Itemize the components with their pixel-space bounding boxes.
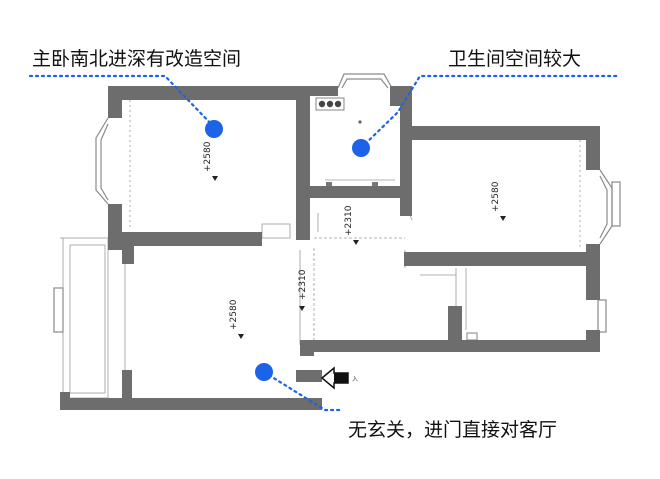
elevation-marks: +2580 +2580 +2580 +2310 +2310	[203, 141, 506, 339]
annotation-entrance: 无玄关，进门直接对客厅	[348, 419, 558, 441]
bay-windows	[53, 73, 621, 333]
marker-entrance	[255, 363, 273, 381]
elevation-corridor-b: +2310	[298, 269, 308, 300]
annotation-bathroom: 卫生间空间较大	[448, 48, 582, 70]
entry-label: 入	[352, 376, 358, 383]
annotation-master-bedroom: 主卧南北进深有改造空间	[32, 48, 242, 70]
elevation-living: +2580	[229, 299, 239, 330]
walls	[60, 86, 600, 410]
markers	[205, 120, 370, 381]
elevation-second: +2580	[491, 181, 501, 212]
marker-master-bedroom	[205, 120, 223, 138]
entry-arrow-icon: 入	[320, 366, 358, 390]
interior-lines	[60, 100, 581, 399]
elevation-master: +2580	[203, 141, 213, 172]
marker-bathroom	[352, 139, 370, 157]
elevation-corridor-a: +2310	[344, 205, 354, 236]
fixtures	[315, 97, 478, 341]
leader-lines	[28, 74, 622, 412]
